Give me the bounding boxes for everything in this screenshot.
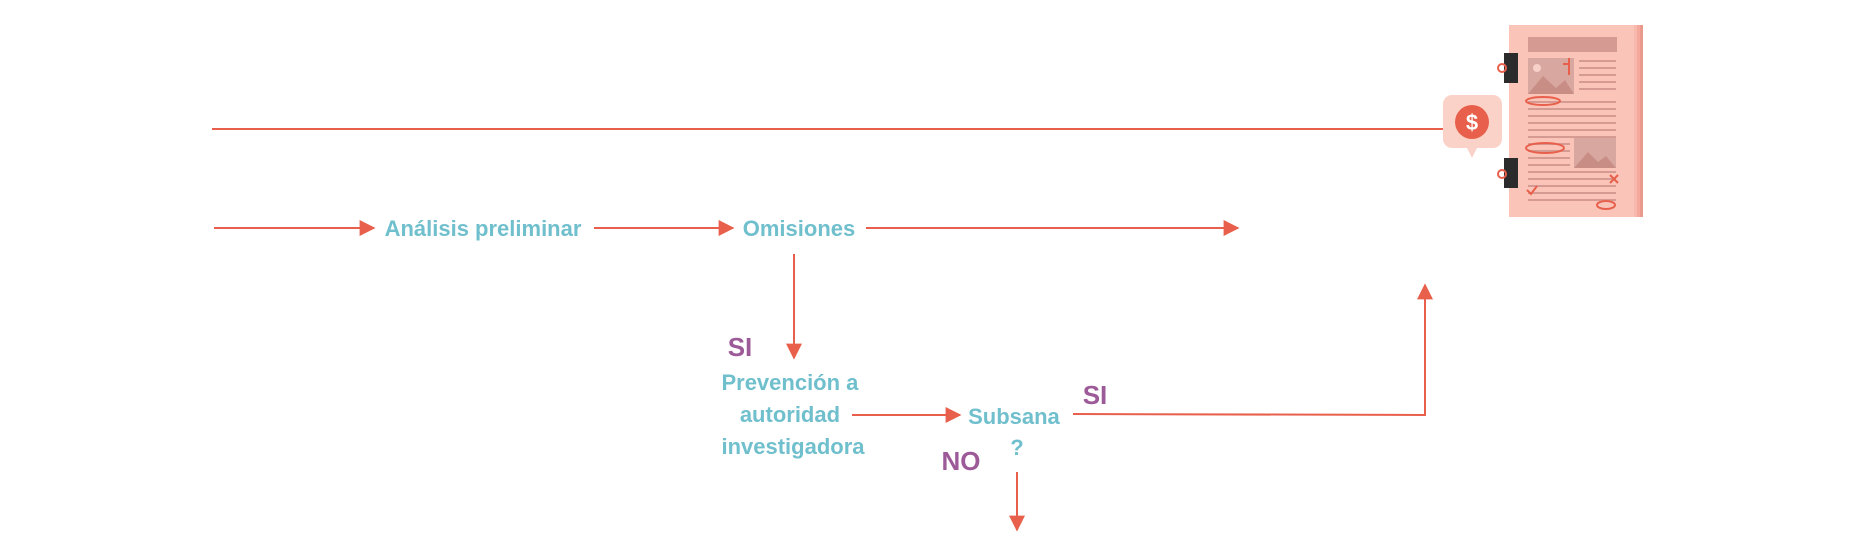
binder-clip-bottom (1497, 158, 1518, 188)
financial-document-icon: $ (1443, 25, 1643, 217)
node-prevencion: Prevención a autoridad investigadora (721, 370, 865, 459)
node-analisis-preliminar: Análisis preliminar (385, 216, 582, 241)
node-subsana-line-2: ? (1010, 435, 1023, 460)
node-prevencion-line-1: Prevención a (721, 370, 859, 395)
node-subsana: Subsana ? (968, 404, 1066, 460)
dollar-symbol: $ (1466, 110, 1478, 135)
node-prevencion-line-3: investigadora (721, 434, 865, 459)
branch-label-si-omisiones: SI (728, 332, 753, 362)
branch-label-no-subsana: NO (942, 446, 981, 476)
node-omisiones: Omisiones (743, 216, 855, 241)
dollar-badge-icon: $ (1443, 95, 1502, 158)
branch-label-si-subsana: SI (1083, 380, 1108, 410)
node-prevencion-line-2: autoridad (740, 402, 840, 427)
arrow-subsana-si-up (1072, 283, 1433, 417)
binder-clip-top (1497, 53, 1518, 83)
node-subsana-line-1: Subsana (968, 404, 1060, 429)
